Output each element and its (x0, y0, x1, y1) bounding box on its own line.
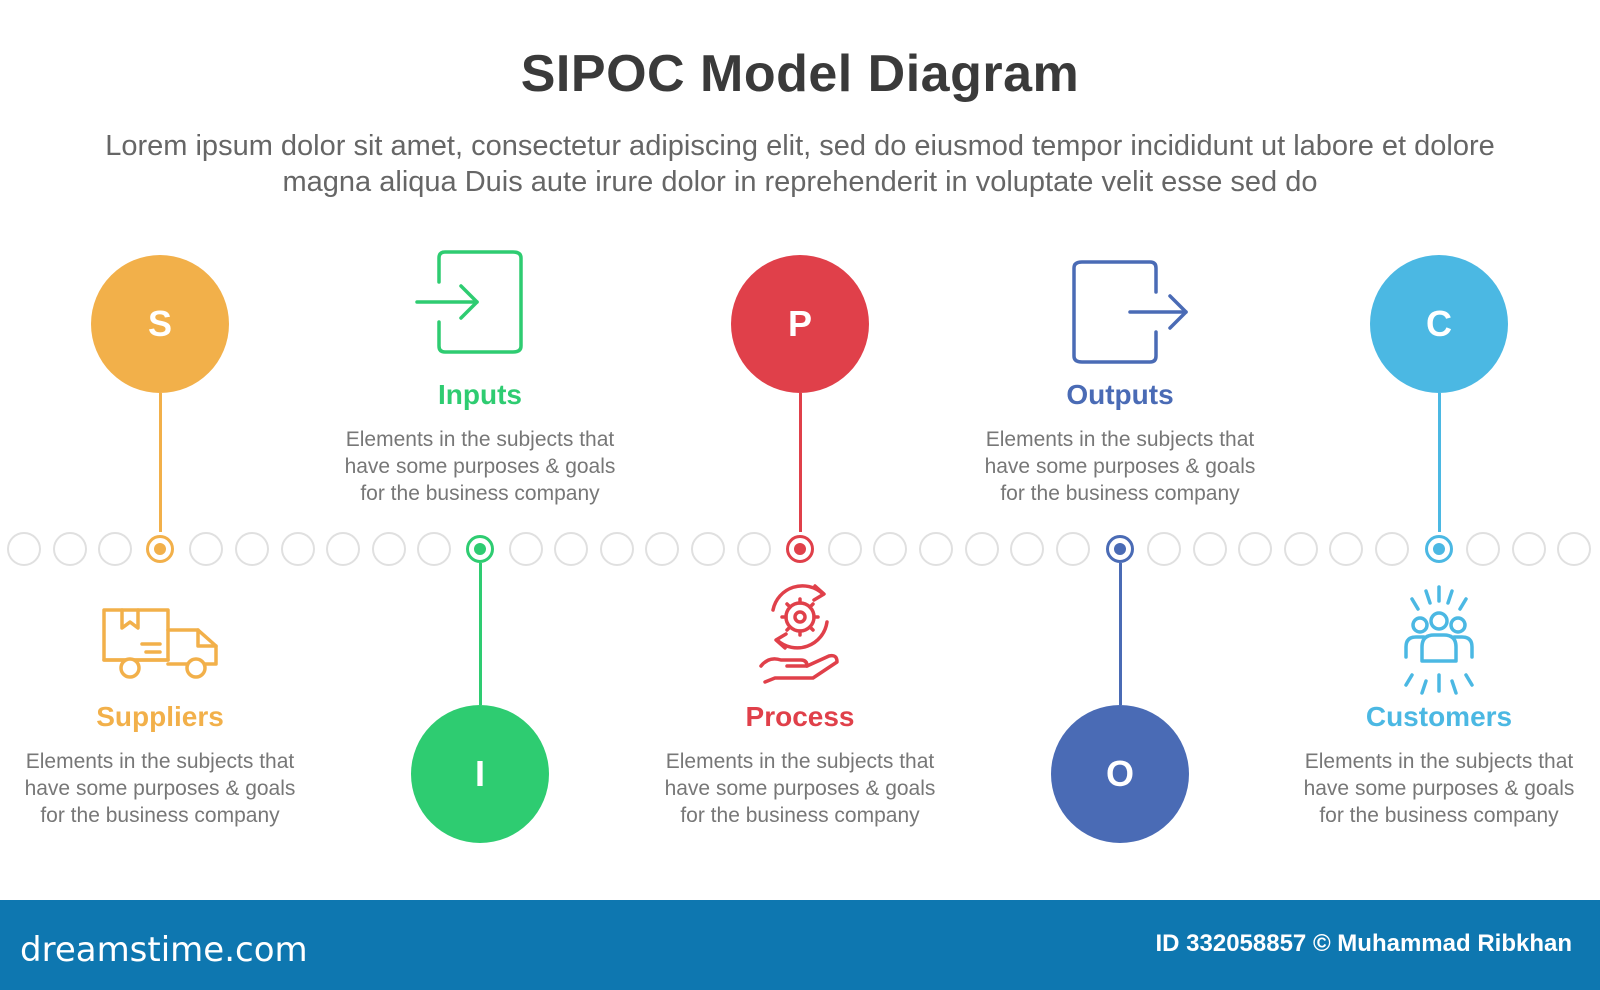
desc-line: Elements in the subjects that (345, 428, 615, 451)
track-circle (371, 532, 406, 566)
letter-p: P (787, 303, 812, 344)
track-circle (919, 532, 953, 566)
desc-line: Elements in the subjects that (25, 750, 295, 773)
track-circle (235, 532, 269, 566)
login-arrow-icon (415, 250, 523, 354)
letter-circle-p: P (731, 255, 869, 393)
connector-stem (159, 393, 162, 532)
timeline-node (1106, 535, 1134, 563)
label-customers: Customers (1365, 701, 1513, 732)
track-circle (1238, 532, 1273, 566)
track-circle (508, 532, 543, 566)
desc-line: Elements in the subjects that (985, 428, 1255, 451)
desc-line: have some purposes & goals (664, 777, 936, 800)
desc-line: Elements in the subjects that (1304, 750, 1574, 773)
delivery-truck-icon (102, 608, 218, 679)
connector-stem (1438, 393, 1441, 532)
connector-stem (1119, 563, 1122, 705)
letter-circle-s: S (91, 255, 229, 393)
track-circle (599, 532, 634, 566)
page-subtitle: Lorem ipsum dolor sit amet, consectetur … (105, 130, 1495, 198)
desc-line: for the business company (680, 804, 920, 827)
watermark-footer: dreamstime.com ID 332058857 © Muhammad R… (0, 900, 1600, 990)
track-circle (736, 532, 771, 566)
track-circle (280, 532, 315, 566)
desc-customers: Elements in the subjects that have some … (1269, 748, 1600, 829)
track-circle (691, 532, 725, 566)
track-circle (1375, 532, 1409, 566)
sipoc-diagram: S Suppliers Elements in the subjects tha… (0, 250, 1600, 843)
desc-line: for the business company (1319, 804, 1559, 827)
desc-line: have some purposes & goals (1303, 777, 1575, 800)
track-circle (7, 532, 41, 566)
page-title: SIPOC Model Diagram (520, 45, 1080, 103)
letter-circle-i: I (411, 705, 549, 843)
timeline-node (786, 535, 814, 563)
desc-line: have some purposes & goals (344, 455, 616, 478)
letter-circle-c: C (1370, 255, 1508, 393)
track-circle (964, 532, 999, 566)
desc-line: for the business company (1000, 482, 1240, 505)
track-circle (1557, 532, 1592, 566)
desc-process: Elements in the subjects that have some … (630, 748, 970, 829)
track-circle (827, 532, 862, 566)
track-circle (1511, 532, 1546, 566)
label-suppliers: Suppliers (96, 701, 224, 732)
track-circle (1329, 532, 1364, 566)
timeline-node (466, 535, 494, 563)
track-circle (1010, 532, 1045, 566)
image-credit: ID 332058857 © Muhammad Ribkhan (1155, 930, 1572, 957)
desc-line: have some purposes & goals (984, 455, 1256, 478)
gear-cycle-hand-icon (759, 584, 839, 684)
letter-s: S (147, 303, 172, 344)
desc-inputs: Elements in the subjects that have some … (310, 426, 650, 507)
letter-i: I (474, 753, 485, 794)
desc-line: Elements in the subjects that (665, 750, 935, 773)
timeline-node (1425, 535, 1453, 563)
logout-arrow-icon (1072, 260, 1188, 364)
connector-stem (799, 393, 802, 532)
desc-outputs: Elements in the subjects that have some … (950, 426, 1290, 507)
track-circle (98, 532, 133, 566)
track-circle (554, 532, 589, 566)
track-circle (1283, 532, 1318, 566)
track-circle (417, 532, 452, 566)
desc-line: for the business company (360, 482, 600, 505)
customer-group-icon (1404, 585, 1474, 695)
track-circle (189, 532, 224, 566)
track-circle (873, 532, 908, 566)
connector-stem (479, 563, 482, 705)
timeline-node (146, 535, 174, 563)
desc-line: for the business company (40, 804, 280, 827)
track-circle (1055, 532, 1090, 566)
label-inputs: Inputs (438, 379, 522, 410)
track-circle (326, 532, 361, 566)
letter-circle-o: O (1051, 705, 1189, 843)
track-circle (1466, 532, 1501, 566)
desc-suppliers: Elements in the subjects that have some … (0, 748, 330, 829)
track-circle (1192, 532, 1227, 566)
track-circle (1147, 532, 1181, 566)
desc-line: have some purposes & goals (24, 777, 296, 800)
brand-logo: dreamstime.com (20, 930, 308, 970)
label-process: Process (745, 701, 855, 732)
track-circle (52, 532, 87, 566)
label-outputs: Outputs (1066, 379, 1174, 410)
track-circle (645, 532, 680, 566)
letter-o: O (1105, 753, 1134, 794)
letter-c: C (1426, 303, 1452, 344)
